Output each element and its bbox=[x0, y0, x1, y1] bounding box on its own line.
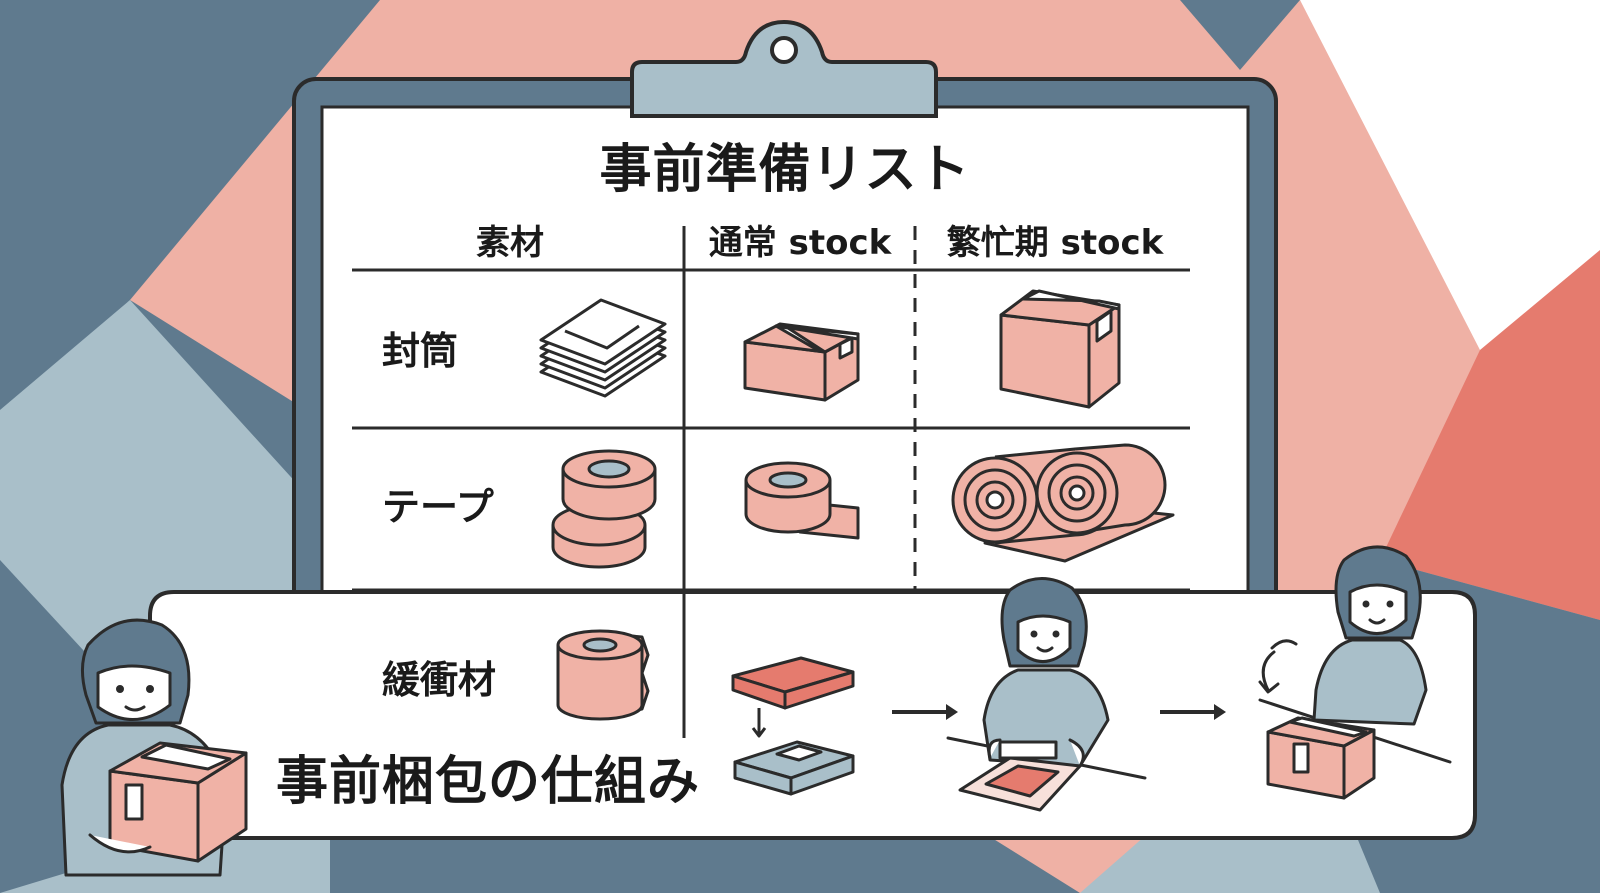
table-divider-line bbox=[682, 592, 686, 738]
worker-carrying-box-illustration bbox=[60, 618, 248, 877]
worker-taping-box-illustration bbox=[1258, 545, 1452, 800]
pre-pack-materials-icon bbox=[731, 656, 855, 796]
tape-roll-icon bbox=[744, 461, 860, 540]
large-box-icon bbox=[999, 289, 1121, 409]
small-box-icon bbox=[743, 322, 860, 402]
process-title: 事前梱包の仕組み bbox=[276, 752, 701, 812]
column-header-busy-stock: 繁忙期 stock bbox=[946, 223, 1164, 263]
arrow-right-icon bbox=[1160, 704, 1226, 720]
arrow-right-icon bbox=[892, 704, 958, 720]
envelope-stack-icon bbox=[539, 298, 667, 398]
column-header-material: 素材 bbox=[476, 223, 544, 263]
row-label-tape: テープ bbox=[382, 485, 494, 529]
clipboard-clip-icon bbox=[630, 19, 938, 118]
row-label-envelope: 封筒 bbox=[382, 329, 459, 373]
row-label-cushion: 緩衝材 bbox=[382, 658, 497, 702]
large-tape-rolls-icon bbox=[951, 443, 1175, 563]
checklist-title: 事前準備リスト bbox=[599, 140, 971, 200]
worker-packing-illustration bbox=[946, 577, 1147, 812]
tape-rolls-stack-icon bbox=[551, 449, 657, 569]
column-header-normal-stock: 通常 stock bbox=[708, 223, 892, 263]
cushion-roll-icon bbox=[556, 629, 650, 721]
